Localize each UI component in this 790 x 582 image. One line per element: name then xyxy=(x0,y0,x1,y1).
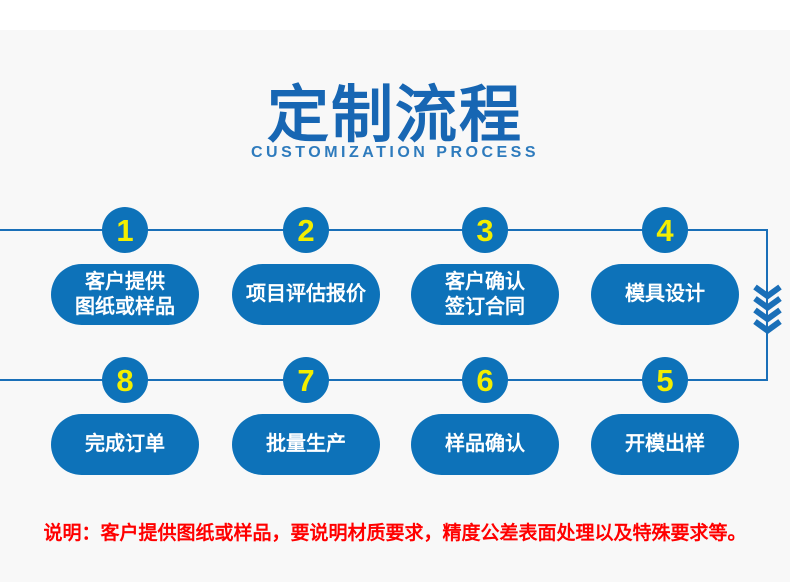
step-label-3: 客户确认 签订合同 xyxy=(411,264,559,325)
step-label-4: 模具设计 xyxy=(591,264,739,325)
step-label-6: 样品确认 xyxy=(411,414,559,475)
page-subtitle: CUSTOMIZATION PROCESS xyxy=(250,144,540,161)
step-number-badge-7: 7 xyxy=(283,357,329,403)
page-title: 定制流程 xyxy=(266,81,523,150)
step-number-badge-4: 4 xyxy=(642,207,688,253)
step-number-badge-8: 8 xyxy=(102,357,148,403)
chevron-down-icon xyxy=(753,284,782,335)
step-label-5: 开模出样 xyxy=(591,414,739,475)
step-number-badge-6: 6 xyxy=(462,357,508,403)
step-number-badge-2: 2 xyxy=(283,207,329,253)
flow-line-row2 xyxy=(0,379,768,381)
top-white-strip xyxy=(0,0,790,30)
step-number-badge-5: 5 xyxy=(642,357,688,403)
step-number-badge-3: 3 xyxy=(462,207,508,253)
step-number-badge-1: 1 xyxy=(102,207,148,253)
step-label-7: 批量生产 xyxy=(232,414,380,475)
step-label-2: 项目评估报价 xyxy=(232,264,380,325)
step-label-1: 客户提供 图纸或样品 xyxy=(51,264,199,325)
step-label-8: 完成订单 xyxy=(51,414,199,475)
flow-line-row1 xyxy=(0,229,768,231)
note-text: 说明：客户提供图纸或样品，要说明材质要求，精度公差表面处理以及特殊要求等。 xyxy=(43,523,747,544)
